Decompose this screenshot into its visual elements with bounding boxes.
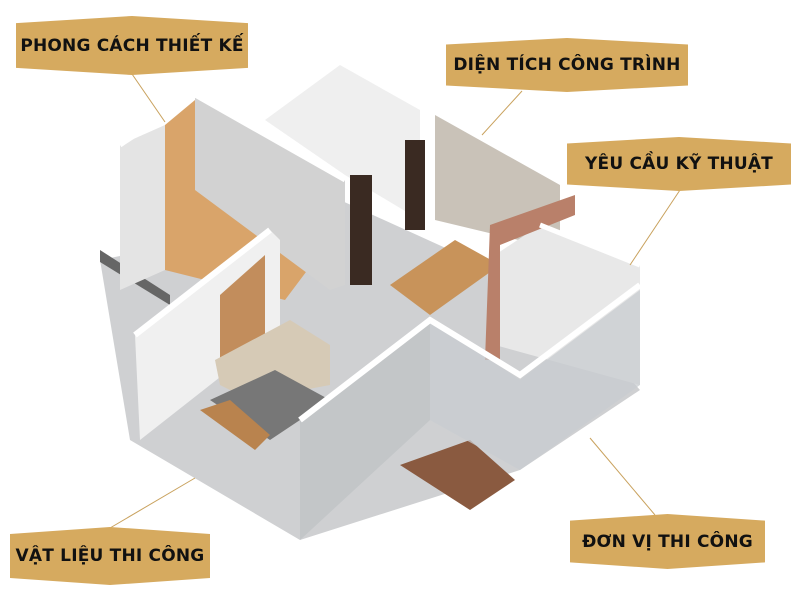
label-construction-materials: VẬT LIỆU THI CÔNG bbox=[10, 527, 210, 585]
rug bbox=[210, 370, 330, 440]
wall-top-edge bbox=[539, 222, 641, 268]
label-text: ĐƠN VỊ THI CÔNG bbox=[582, 531, 753, 552]
label-contractor: ĐƠN VỊ THI CÔNG bbox=[570, 514, 765, 569]
coffee-table-wood bbox=[200, 400, 270, 450]
wall-top-edge bbox=[298, 282, 642, 423]
stair-wall bbox=[195, 95, 345, 290]
door bbox=[405, 140, 425, 230]
label-technical-requirements: YÊU CẦU KỸ THUẬT bbox=[567, 137, 791, 191]
wall-top-edge bbox=[133, 227, 272, 338]
label-text: VẬT LIỆU THI CÔNG bbox=[15, 546, 205, 566]
label-floor-area: DIỆN TÍCH CÔNG TRÌNH bbox=[446, 38, 688, 92]
door bbox=[350, 175, 372, 285]
wall-top-edge bbox=[118, 92, 347, 183]
pillar bbox=[485, 195, 575, 360]
glass-wall-front bbox=[300, 320, 430, 540]
label-text: DIỆN TÍCH CÔNG TRÌNH bbox=[453, 55, 681, 75]
glass-wall-right bbox=[430, 290, 640, 470]
wall-top-rooms bbox=[265, 65, 420, 220]
sofa bbox=[215, 320, 330, 400]
wall-back-left bbox=[120, 125, 165, 290]
label-text: PHONG CÁCH THIẾT KẾ bbox=[20, 35, 244, 56]
label-text: YÊU CẦU KỸ THUẬT bbox=[585, 154, 773, 174]
label-design-style: PHONG CÁCH THIẾT KẾ bbox=[16, 16, 248, 75]
balcony-floor bbox=[400, 440, 515, 510]
dining-table bbox=[390, 240, 500, 315]
